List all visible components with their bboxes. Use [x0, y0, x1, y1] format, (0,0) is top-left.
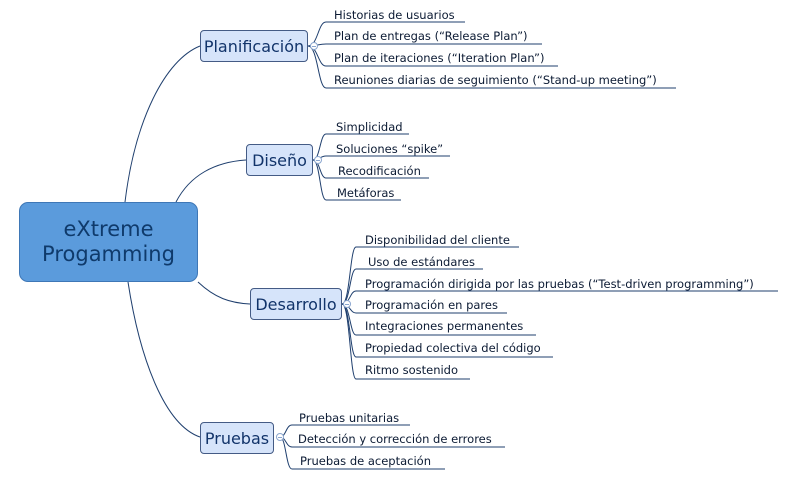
central-topic-line1: eXtreme	[63, 217, 154, 241]
subtopic[interactable]: Reuniones diarias de seguimiento (“Stand…	[334, 73, 657, 87]
subtopic[interactable]: Recodificación	[338, 164, 421, 178]
collapse-planificacion-icon[interactable]	[310, 42, 318, 50]
topic-desarrollo[interactable]: Desarrollo	[250, 288, 342, 320]
subtopic[interactable]: Plan de entregas (“Release Plan”)	[334, 29, 528, 43]
subtopic[interactable]: Simplicidad	[336, 120, 403, 134]
subtopic[interactable]: Metáforas	[337, 186, 395, 200]
subtopic[interactable]: Plan de iteraciones (“Iteration Plan”)	[334, 51, 545, 65]
subtopic[interactable]: Soluciones “spike”	[336, 142, 444, 156]
subtopic[interactable]: Historias de usuarios	[334, 8, 455, 22]
topic-diseno[interactable]: Diseño	[246, 144, 313, 176]
subtopic[interactable]: Disponibilidad del cliente	[365, 233, 510, 247]
topic-diseno-label: Diseño	[252, 150, 307, 170]
link-pruebas	[127, 281, 201, 438]
subtopic[interactable]: Uso de estándares	[368, 255, 475, 269]
central-topic-line2: Progamming	[42, 242, 175, 266]
topic-pruebas[interactable]: Pruebas	[200, 422, 274, 454]
subtopic[interactable]: Ritmo sostenido	[365, 363, 459, 377]
topic-pruebas-label: Pruebas	[204, 428, 270, 448]
subtopic[interactable]: Pruebas unitarias	[299, 411, 400, 425]
collapse-pruebas-icon[interactable]	[276, 433, 284, 441]
subtopic[interactable]: Programación dirigida por las pruebas (“…	[365, 277, 754, 291]
collapse-diseno-icon[interactable]	[314, 156, 322, 164]
link-desarrollo	[197, 281, 251, 305]
topic-planificacion[interactable]: Planificación	[200, 30, 308, 62]
central-topic[interactable]: eXtreme Progamming	[19, 202, 198, 282]
subtopic[interactable]: Propiedad colectiva del código	[365, 341, 541, 355]
subtopic[interactable]: Integraciones permanentes	[365, 319, 524, 333]
topic-planificacion-label: Planificación	[203, 36, 305, 56]
collapse-desarrollo-icon[interactable]	[343, 300, 351, 308]
topic-desarrollo-label: Desarrollo	[255, 294, 337, 314]
link-diseno	[175, 159, 247, 203]
subtopic[interactable]: Pruebas de aceptación	[300, 454, 431, 468]
subtopic[interactable]: Detección y corrección de errores	[298, 432, 492, 446]
link-planificacion	[124, 45, 201, 203]
subtopic[interactable]: Programación en pares	[365, 298, 498, 312]
